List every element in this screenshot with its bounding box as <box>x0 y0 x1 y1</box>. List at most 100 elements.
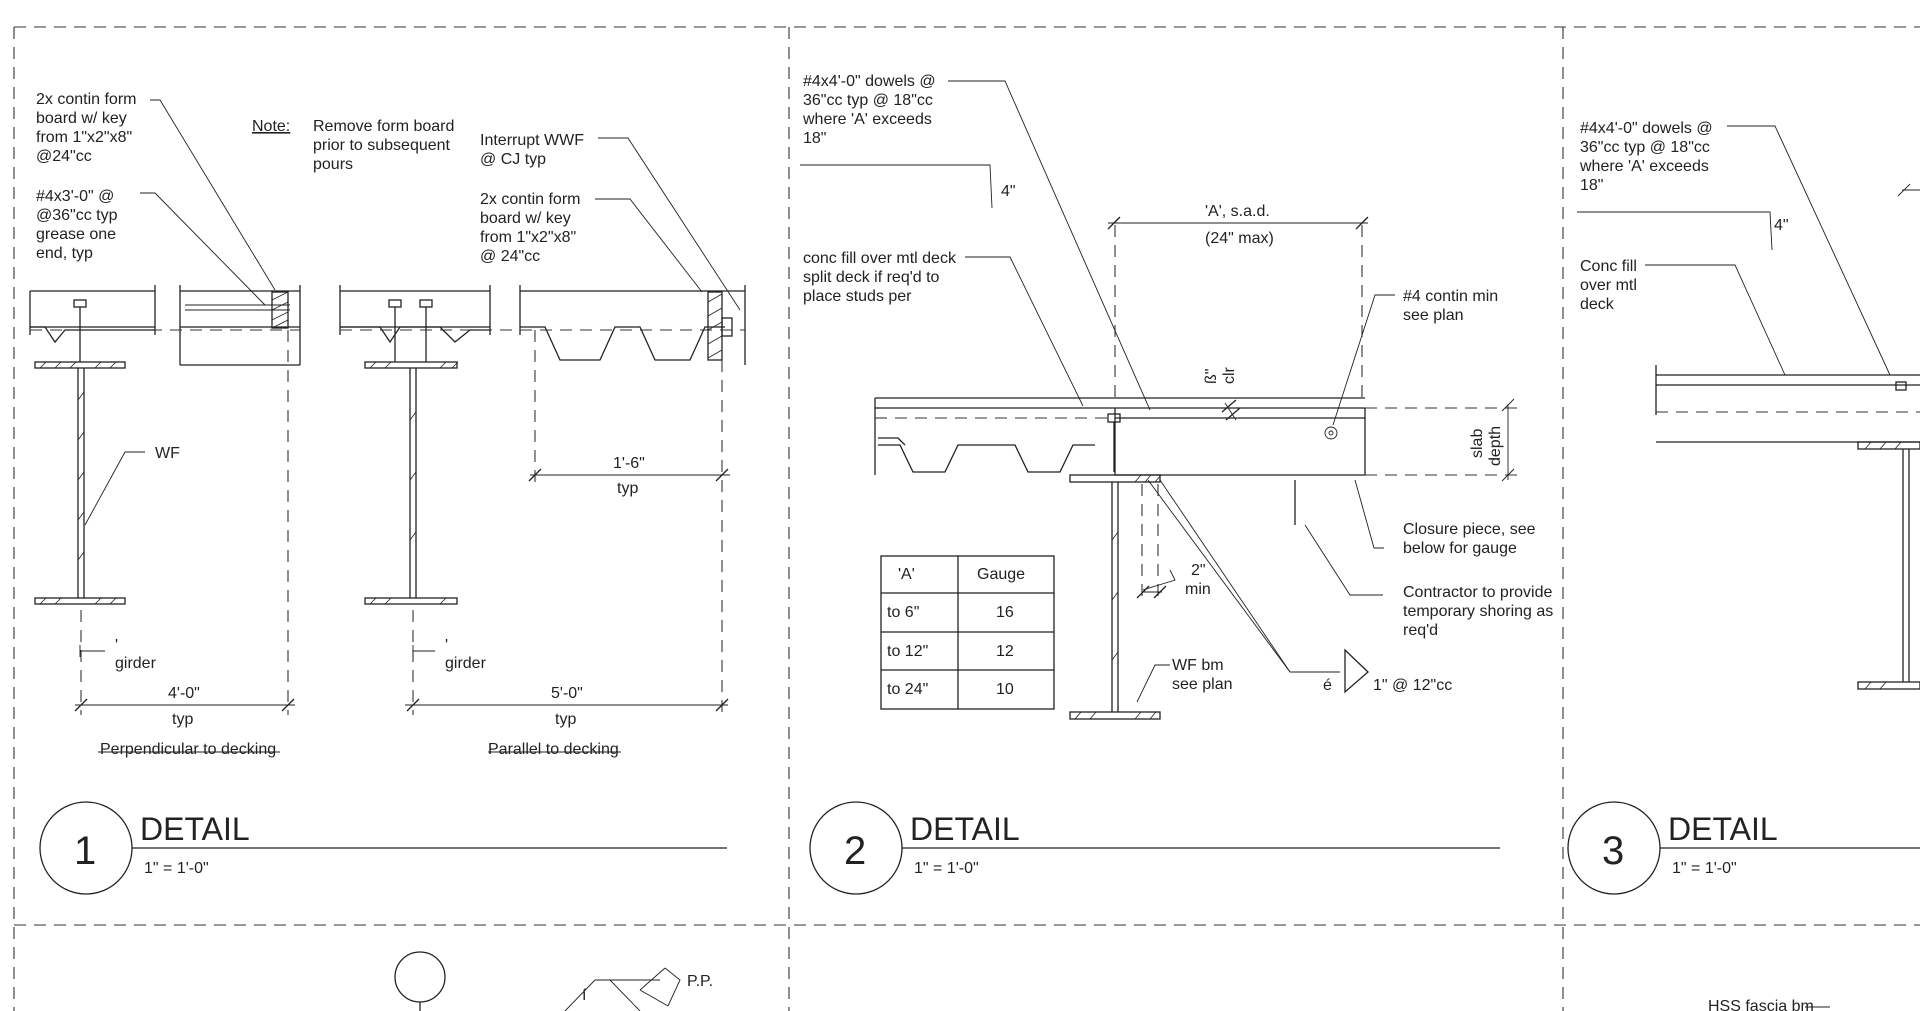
svg-text:prior to subsequent: prior to subsequent <box>313 137 451 154</box>
svg-text:grease one: grease one <box>36 226 116 243</box>
detail-number-2: 2 <box>844 829 866 873</box>
slab-perpendicular <box>29 285 301 715</box>
shoring-note: Contractor to provide <box>1403 584 1553 601</box>
girder-mark-left: ' <box>115 637 118 654</box>
detail-2-slab <box>874 225 1520 720</box>
i-mark: í <box>582 987 587 1004</box>
svg-text:@24"cc: @24"cc <box>36 148 92 165</box>
dowels-note: #4x4'-0" dowels @ <box>803 73 936 90</box>
conc-fill-note: Conc fill <box>1580 258 1637 275</box>
detail-1-labels: 2x contin form board w/ key from 1"x2"x8… <box>36 91 645 758</box>
note-body: Remove form board <box>313 118 454 135</box>
detail-1-dimensions <box>74 468 730 753</box>
girder-mark-right: ' <box>445 637 448 654</box>
detail-2-leaders <box>800 80 1515 703</box>
dim-4ft: 4'-0" <box>168 685 200 702</box>
dowel-note: #4x3'-0" @ <box>36 188 114 205</box>
contin-note: #4 contin min <box>1403 288 1498 305</box>
detail-title-3: DETAIL <box>1668 811 1778 847</box>
svg-text:where 'A' exceeds: where 'A' exceeds <box>1579 158 1709 175</box>
svg-text:pours: pours <box>313 156 353 173</box>
svg-text:see plan: see plan <box>1172 676 1233 693</box>
dim-4in-3: 4" <box>1774 217 1789 234</box>
svg-text:below for gauge: below for gauge <box>1403 540 1517 557</box>
slab-label: slab <box>1469 429 1486 458</box>
pp-label: P.P. <box>687 973 713 990</box>
detail-2: 'A' Gauge to 6" 16 to 12" 12 to 24" 10 #… <box>800 73 1553 895</box>
svg-text:req'd: req'd <box>1403 622 1438 639</box>
wf-bm-note: WF bm <box>1172 657 1224 674</box>
svg-text:18": 18" <box>803 130 826 147</box>
detail-number-3: 3 <box>1602 829 1624 873</box>
bottom-row: P.P. í HSS fascia bm <box>394 951 1830 1011</box>
girder-label-left: girder <box>115 655 157 672</box>
svg-text:deck: deck <box>1580 296 1615 313</box>
hss-note: HSS fascia bm <box>1708 998 1814 1011</box>
svg-text:board w/ key: board w/ key <box>480 210 571 227</box>
a-label: 'A', s.a.d. <box>1205 203 1270 220</box>
min-label: min <box>1185 581 1211 598</box>
detail-number-1: 1 <box>74 829 96 873</box>
fill-note: conc fill over mtl deck <box>803 250 957 267</box>
clr-number: ß" <box>1203 369 1220 384</box>
weld-spacing: 1" @ 12"cc <box>1373 677 1452 694</box>
detail-2-title: 2 DETAIL 1" = 1'-0" <box>809 801 1500 895</box>
svg-text:place studs per: place studs per <box>803 288 912 305</box>
clr-label: clr <box>1221 366 1238 384</box>
dim-4in: 4" <box>1001 183 1016 200</box>
min-2in: 2" <box>1191 562 1206 579</box>
detail-3: #4x4'-0" dowels @ 36"cc typ @ 18"cc wher… <box>1567 120 1920 895</box>
gauge-table-header-gauge: Gauge <box>977 566 1025 583</box>
svg-text:where 'A' exceeds: where 'A' exceeds <box>802 111 932 128</box>
gauge-table-cell: 16 <box>996 604 1014 621</box>
svg-text:36"cc typ @ 18"cc: 36"cc typ @ 18"cc <box>1580 139 1710 156</box>
detail-scale-3: 1" = 1'-0" <box>1672 860 1737 877</box>
note-heading: Note: <box>252 118 290 135</box>
svg-text:temporary shoring as: temporary shoring as <box>1403 603 1553 620</box>
detail-3-title: 3 DETAIL 1" = 1'-0" <box>1567 801 1920 895</box>
closure-note: Closure piece, see <box>1403 521 1536 538</box>
sheet-frame <box>13 26 1920 1011</box>
svg-text:typ: typ <box>172 711 193 728</box>
gauge-table: 'A' Gauge to 6" 16 to 12" 12 to 24" 10 <box>880 555 1055 710</box>
svg-text:typ: typ <box>617 480 638 497</box>
gauge-table-cell: to 6" <box>887 604 919 621</box>
detail-1: 2x contin form board w/ key from 1"x2"x8… <box>29 91 746 895</box>
detail-1-title: 1 DETAIL 1" = 1'-0" <box>39 801 727 895</box>
detail-2-labels: #4x4'-0" dowels @ 36"cc typ @ 18"cc wher… <box>802 73 1553 694</box>
svg-text:from 1"x2"x8": from 1"x2"x8" <box>480 229 576 246</box>
caption-parallel: Parallel to decking <box>488 741 619 758</box>
svg-text:board w/ key: board w/ key <box>36 110 127 127</box>
slab-parallel <box>339 285 746 715</box>
a-max: (24" max) <box>1205 230 1274 247</box>
detail-3-leaders <box>1577 125 1920 376</box>
dim-1ft6: 1'-6" <box>613 455 645 472</box>
form-board-note-2: 2x contin form <box>480 191 580 208</box>
gauge-table-header-a: 'A' <box>898 566 915 583</box>
gauge-table-cell: to 12" <box>887 643 928 660</box>
svg-text:36"cc typ @ 18"cc: 36"cc typ @ 18"cc <box>803 92 933 109</box>
dowels-note-3: #4x4'-0" dowels @ <box>1580 120 1713 137</box>
dim-5ft: 5'-0" <box>551 685 583 702</box>
svg-text:from 1"x2"x8": from 1"x2"x8" <box>36 129 132 146</box>
gauge-table-cell: to 24" <box>887 681 928 698</box>
svg-text:18": 18" <box>1580 177 1603 194</box>
detail-1-leaders <box>79 99 741 657</box>
wwf-note: Interrupt WWF <box>480 132 584 149</box>
svg-text:typ: typ <box>555 711 576 728</box>
detail-scale-1: 1" = 1'-0" <box>144 860 209 877</box>
detail-scale-2: 1" = 1'-0" <box>914 860 979 877</box>
detail-3-labels: #4x4'-0" dowels @ 36"cc typ @ 18"cc wher… <box>1579 120 1789 313</box>
caption-perpendicular: Perpendicular to decking <box>100 741 276 758</box>
svg-text:split deck if req'd to: split deck if req'd to <box>803 269 940 286</box>
detail-title-2: DETAIL <box>910 811 1020 847</box>
svg-text:2x contin form: 2x contin form <box>36 91 136 108</box>
weld-symbol: é <box>1323 677 1332 694</box>
gauge-table-cell: 10 <box>996 681 1014 698</box>
svg-text:over mtl: over mtl <box>1580 277 1637 294</box>
svg-text:@ CJ typ: @ CJ typ <box>480 151 546 168</box>
svg-text:@36"cc typ: @36"cc typ <box>36 207 118 224</box>
form-board-note: 2x contin form <box>36 91 136 108</box>
svg-text:@ 24"cc: @ 24"cc <box>480 248 540 265</box>
